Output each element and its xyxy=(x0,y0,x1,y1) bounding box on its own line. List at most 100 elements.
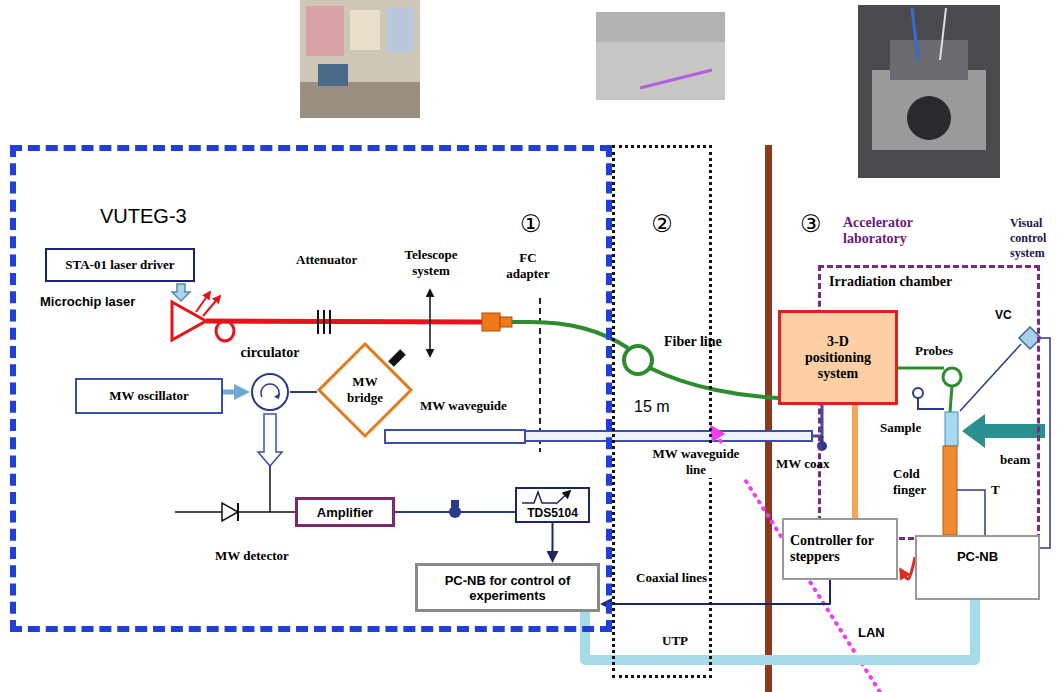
circulator-symbol: circulator xyxy=(250,372,290,412)
box-label: PC-NB for control of experiments xyxy=(424,573,591,603)
photo-detail xyxy=(912,8,918,60)
scope-icon xyxy=(556,491,570,504)
cold-finger xyxy=(943,446,957,535)
photo-detail xyxy=(318,64,348,86)
waveguide-line xyxy=(525,431,812,441)
line-label: MW waveguide line xyxy=(646,446,746,478)
driver-box: STA-01 laser driver xyxy=(45,248,195,282)
diode-symbol xyxy=(222,503,238,521)
part-label: MW coax xyxy=(776,456,830,472)
positioner-box: 3-D positioning system xyxy=(778,310,898,405)
circulator-arrow xyxy=(274,393,280,399)
waveguide-link xyxy=(290,391,317,393)
wall xyxy=(765,145,772,692)
part-label: MW detector xyxy=(215,548,289,564)
drive-arrow xyxy=(172,284,190,301)
signal-label: T xyxy=(991,482,1000,498)
circle-outline xyxy=(252,374,288,410)
attenuator-symbol xyxy=(323,310,325,334)
callout-number: ① xyxy=(520,210,542,238)
sample xyxy=(945,412,958,446)
drive-shaft xyxy=(852,405,858,518)
amplifier-box: Amplifier xyxy=(295,497,395,527)
region-title: Accelerator laboratory xyxy=(843,215,948,247)
line-label: Coaxial lines xyxy=(636,570,707,586)
beam-arrow xyxy=(962,414,1045,448)
fc-adapter xyxy=(500,317,512,327)
wire xyxy=(269,466,271,512)
scope-icon xyxy=(522,492,556,503)
lan-cable xyxy=(585,600,975,660)
oscillator-box: MW oscillator xyxy=(75,378,223,414)
optical-fiber xyxy=(950,386,952,412)
photo-detail xyxy=(306,6,344,56)
telescope-symbol xyxy=(429,290,431,356)
part-label: VC xyxy=(995,308,1012,322)
box-label: MW bridge xyxy=(338,374,392,406)
optical-fiber xyxy=(650,368,778,398)
coax-connector xyxy=(451,500,459,507)
box-label: Amplifier xyxy=(317,505,373,520)
box-label: 3-D positioning system xyxy=(796,334,880,382)
wire xyxy=(175,511,222,513)
box-label: PC-NB xyxy=(957,549,998,564)
photo-detail xyxy=(940,8,946,60)
part-label: Visual control system xyxy=(1010,216,1058,261)
part-label: Microchip laser xyxy=(40,294,135,309)
photo-detail xyxy=(350,10,380,50)
region-title: VUTEG-3 xyxy=(100,205,187,228)
photo-detail xyxy=(596,12,725,42)
wire xyxy=(238,511,295,513)
corridor-photo xyxy=(596,12,725,100)
data-arrow xyxy=(552,523,554,556)
callout-number: ② xyxy=(615,210,709,238)
computer-box: PC-NB for control of experiments xyxy=(415,563,600,612)
controller-box: Controller for steppers xyxy=(782,518,898,580)
circulator-arrow xyxy=(261,384,279,397)
camera-cable xyxy=(1040,338,1050,548)
chamber-photo xyxy=(858,5,1000,178)
photo-detail xyxy=(872,70,986,150)
box-label: circulator xyxy=(228,345,312,361)
photo-detail xyxy=(907,96,951,140)
fiber-loop xyxy=(216,321,234,341)
photo-detail xyxy=(640,70,712,88)
box-label: MW oscillator xyxy=(109,388,189,404)
lab-photo xyxy=(300,0,420,118)
coax-link xyxy=(395,511,515,513)
waveguide xyxy=(385,430,525,443)
part-label: Cold finger xyxy=(893,466,939,498)
bridge-diamond: MW bridge xyxy=(317,342,413,438)
camera-view-line xyxy=(960,344,1021,411)
part-label: beam xyxy=(1000,452,1030,468)
diamond-outline xyxy=(319,344,411,436)
line-label: UTP xyxy=(662,633,688,649)
sensor-cable xyxy=(957,490,985,535)
photo-detail xyxy=(890,40,968,80)
photo-detail xyxy=(386,8,414,52)
region-title: Irradiation chamber xyxy=(829,274,952,290)
attenuator-symbol xyxy=(329,310,331,334)
computer-box: PC-NB xyxy=(915,535,1040,600)
part-label: Sample xyxy=(880,420,921,436)
line-label: LAN xyxy=(858,625,885,640)
laser-beam xyxy=(206,321,482,322)
fc-adapter xyxy=(482,313,500,331)
box-label: TDS5104 xyxy=(527,506,578,520)
part-label: Probes xyxy=(915,343,953,359)
callout-number: ③ xyxy=(800,210,822,238)
control-arrow xyxy=(903,557,915,579)
diode-symbol xyxy=(237,503,239,521)
probe-symbol xyxy=(918,398,944,409)
line-label: Fiber line xyxy=(664,334,722,350)
probe-symbol xyxy=(913,388,923,398)
attenuator-symbol xyxy=(317,310,319,334)
part-label: Attenuator xyxy=(296,252,357,268)
part-label: FC adapter xyxy=(500,250,556,282)
part-label: Telescope system xyxy=(395,247,467,279)
circle-outline xyxy=(250,372,290,412)
box-label: STA-01 laser driver xyxy=(65,257,174,273)
part-label: MW waveguide xyxy=(420,398,507,414)
